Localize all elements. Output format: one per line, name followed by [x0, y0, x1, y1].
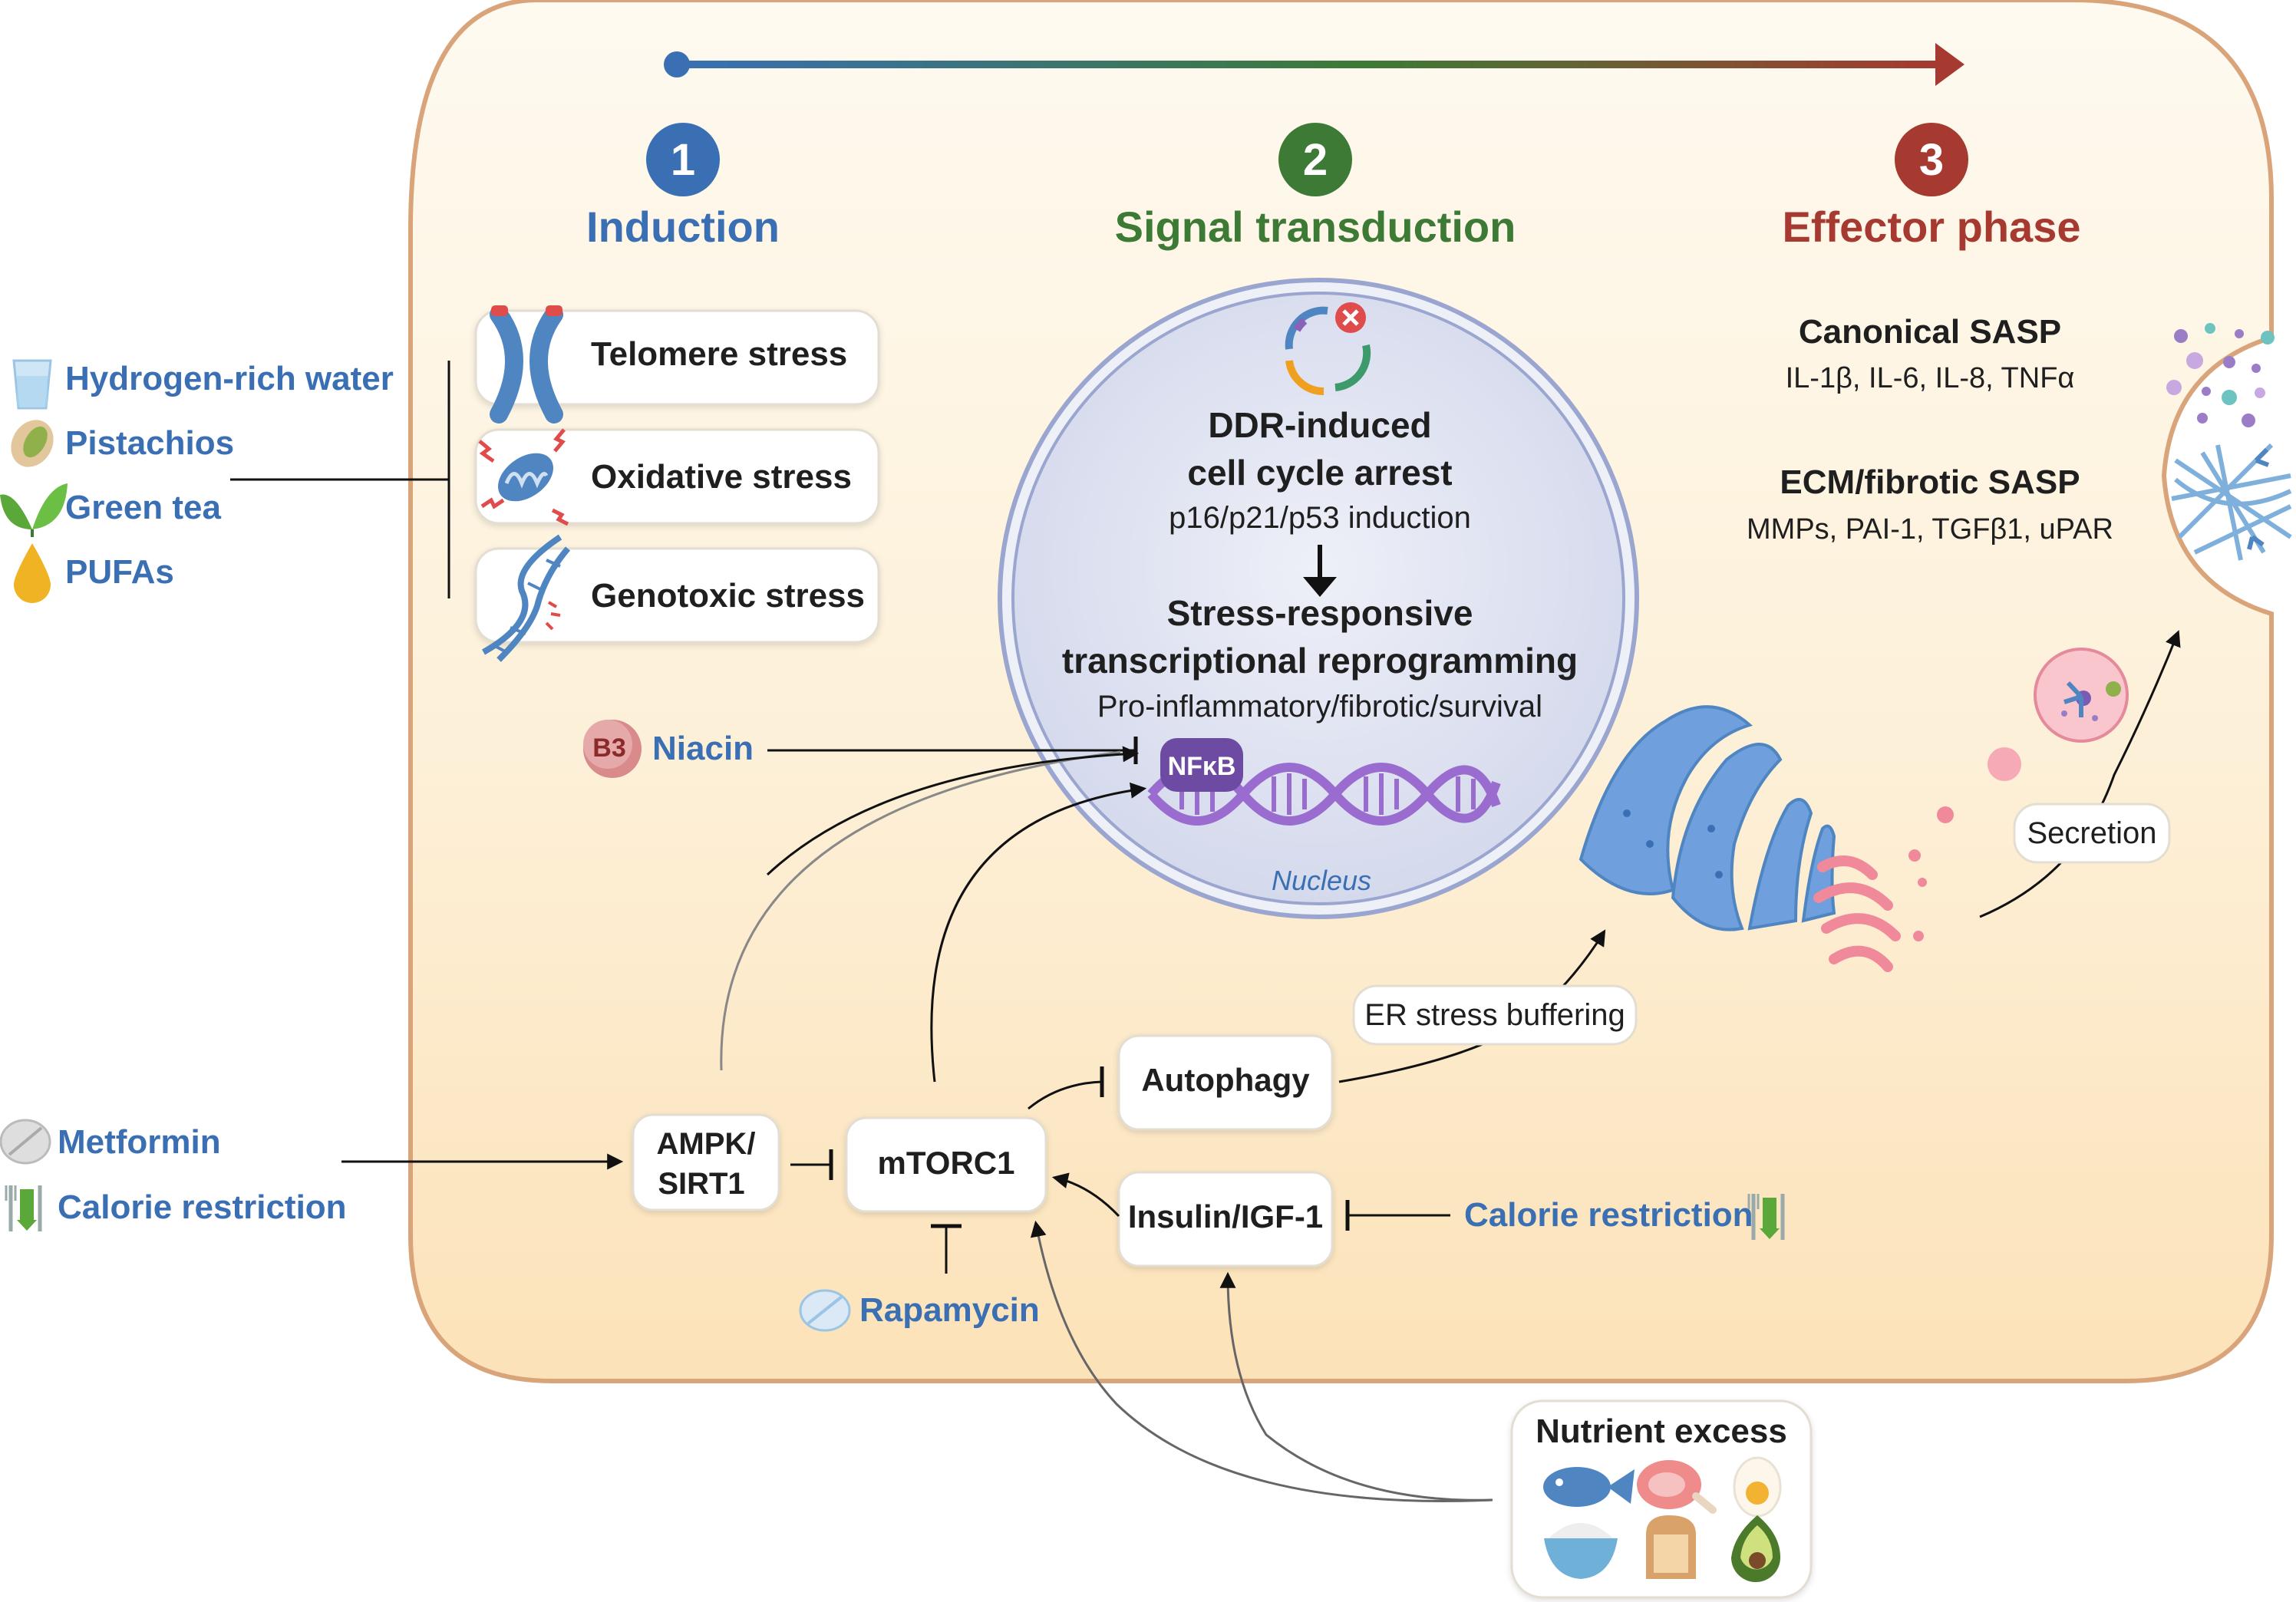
bread-icon: [1646, 1515, 1696, 1579]
intervention-metformin: Metformin: [0, 1119, 221, 1165]
mtorc1-label: mTORC1: [878, 1145, 1015, 1181]
secretion-arrow: [1979, 630, 2181, 918]
pistachio-icon: [11, 420, 54, 467]
mitochondrion-icon: [478, 428, 569, 526]
secreted-cytokine-dots: [2166, 323, 2275, 427]
nucleus-label: Nucleus: [1272, 865, 1371, 896]
autophagy-node: Autophagy: [1117, 1034, 1334, 1131]
stressor-label: Genotoxic stress: [591, 577, 865, 615]
rice-icon: [1544, 1523, 1618, 1579]
intervention-label: Hydrogen-rich water: [65, 360, 394, 397]
intervention-label: Calorie restriction: [1464, 1196, 1753, 1234]
ampk-sirt1-node: AMPK/ SIRT1: [632, 1113, 780, 1211]
tea-leaf-icon: [0, 483, 68, 537]
intervention-calorie-restriction-right: Calorie restriction: [1464, 1194, 1785, 1240]
chromosome-icon: [490, 305, 563, 424]
secretion-label: Secretion: [2027, 816, 2157, 850]
stressor-telomere: Telomere stress: [474, 305, 880, 424]
phase-title: Effector phase: [1783, 203, 2081, 251]
nutrient-excess-title: Nutrient excess: [1536, 1412, 1787, 1450]
intervention-pufas: PUFAs: [14, 543, 174, 603]
canonical-sasp: Canonical SASP IL-1β, IL-6, IL-8, TNFα: [1786, 313, 2075, 394]
phase-signal-transduction: 2 Signal transduction: [1115, 123, 1516, 251]
nfkb-badge: NFκB: [1160, 738, 1243, 792]
niacin-label: Niacin: [652, 730, 754, 767]
intervention-label: Metformin: [58, 1123, 221, 1161]
stressor-oxidative: Oxidative stress: [474, 428, 880, 526]
egg-icon: [1733, 1456, 1782, 1518]
dna-damage-icon: [482, 534, 571, 662]
phase-number: 2: [1303, 135, 1328, 185]
canonical-sasp-items: IL-1β, IL-6, IL-8, TNFα: [1786, 362, 2075, 394]
insulin-igf1-node: Insulin/IGF-1: [1117, 1171, 1334, 1267]
nfkb-label: NFκB: [1168, 752, 1236, 781]
canonical-sasp-title: Canonical SASP: [1799, 313, 2061, 351]
pill-icon: [799, 1289, 851, 1332]
secretion-label-box: Secretion: [2013, 803, 2171, 864]
ecm-sasp-items: MMPs, PAI-1, TGFβ1, uPAR: [1747, 513, 2113, 546]
nucleus-line6: Pro-inflammatory/fibrotic/survival: [1097, 690, 1542, 724]
secretory-vesicle-icons: [1937, 648, 2129, 823]
timeline-arrow: [664, 43, 1964, 86]
niacin-badge: B3: [592, 733, 625, 763]
ecm-sasp: ECM/fibrotic SASP MMPs, PAI-1, TGFβ1, uP…: [1747, 463, 2113, 546]
mtorc1-node: mTORC1: [845, 1116, 1047, 1213]
intervention-rapamycin: Rapamycin: [799, 1289, 1040, 1332]
er-stress-label-box: ER stress buffering: [1352, 984, 1638, 1046]
ecm-fiber-network-icon: [2171, 443, 2292, 561]
intervention-label: Green tea: [65, 489, 222, 526]
meat-icon: [1637, 1460, 1717, 1514]
down-arrow: [1303, 545, 1337, 597]
rapamycin-label: Rapamycin: [859, 1291, 1040, 1329]
nucleus-line1: DDR-induced: [1208, 405, 1431, 445]
intervention-calorie-restriction: Calorie restriction: [5, 1185, 347, 1231]
golgi-apparatus-icon: [1813, 849, 1927, 972]
stressor-label: Telomere stress: [591, 335, 847, 373]
nutrient-excess-box: Nutrient excess: [1510, 1399, 1813, 1599]
phase-title: Induction: [586, 203, 780, 251]
er-stress-label: ER stress buffering: [1364, 998, 1625, 1032]
stressor-label: Oxidative stress: [591, 458, 852, 496]
avocado-icon: [1731, 1515, 1780, 1582]
pill-icon: [0, 1119, 51, 1165]
niacin-intervention: B3 Niacin: [583, 720, 1138, 778]
nucleus-line4: Stress-responsive: [1167, 593, 1473, 633]
oil-drop-icon: [14, 543, 51, 603]
stressor-genotoxic: Genotoxic stress: [474, 534, 880, 662]
induction-inhibition-bracket: [230, 361, 450, 598]
nucleus: DDR-induced cell cycle arrest p16/p21/p5…: [998, 278, 1639, 919]
fork-knife-down-icon: [5, 1185, 42, 1231]
insulin-label: Insulin/IGF-1: [1128, 1198, 1323, 1234]
nucleus-line5: transcriptional reprogramming: [1062, 641, 1578, 681]
phase-induction: 1 Induction: [586, 123, 780, 251]
fish-icon: [1543, 1467, 1635, 1507]
intervention-pistachios: Pistachios: [11, 420, 234, 467]
pathway-edges: [341, 746, 1493, 1502]
phase-number: 1: [671, 135, 695, 185]
cell-cycle-icon: [1285, 302, 1371, 396]
intervention-label: Pistachios: [65, 424, 234, 462]
phase-number: 3: [1919, 135, 1944, 185]
intervention-hydrogen-water: Hydrogen-rich water: [12, 359, 394, 410]
phase-effector: 3 Effector phase: [1783, 123, 2081, 251]
sirt1-label: SIRT1: [658, 1167, 744, 1201]
intervention-label: Calorie restriction: [58, 1188, 347, 1226]
nucleus-line2: cell cycle arrest: [1187, 453, 1452, 493]
nucleus-line3: p16/p21/p53 induction: [1169, 501, 1471, 535]
water-glass-icon: [12, 359, 52, 410]
fork-knife-down-icon: [1747, 1194, 1785, 1240]
ecm-sasp-title: ECM/fibrotic SASP: [1780, 463, 2080, 501]
autophagy-label: Autophagy: [1141, 1062, 1310, 1098]
ampk-label: AMPK/: [657, 1127, 756, 1161]
intervention-green-tea: Green tea: [0, 483, 222, 537]
intervention-label: PUFAs: [65, 553, 174, 591]
phase-title: Signal transduction: [1115, 203, 1516, 251]
